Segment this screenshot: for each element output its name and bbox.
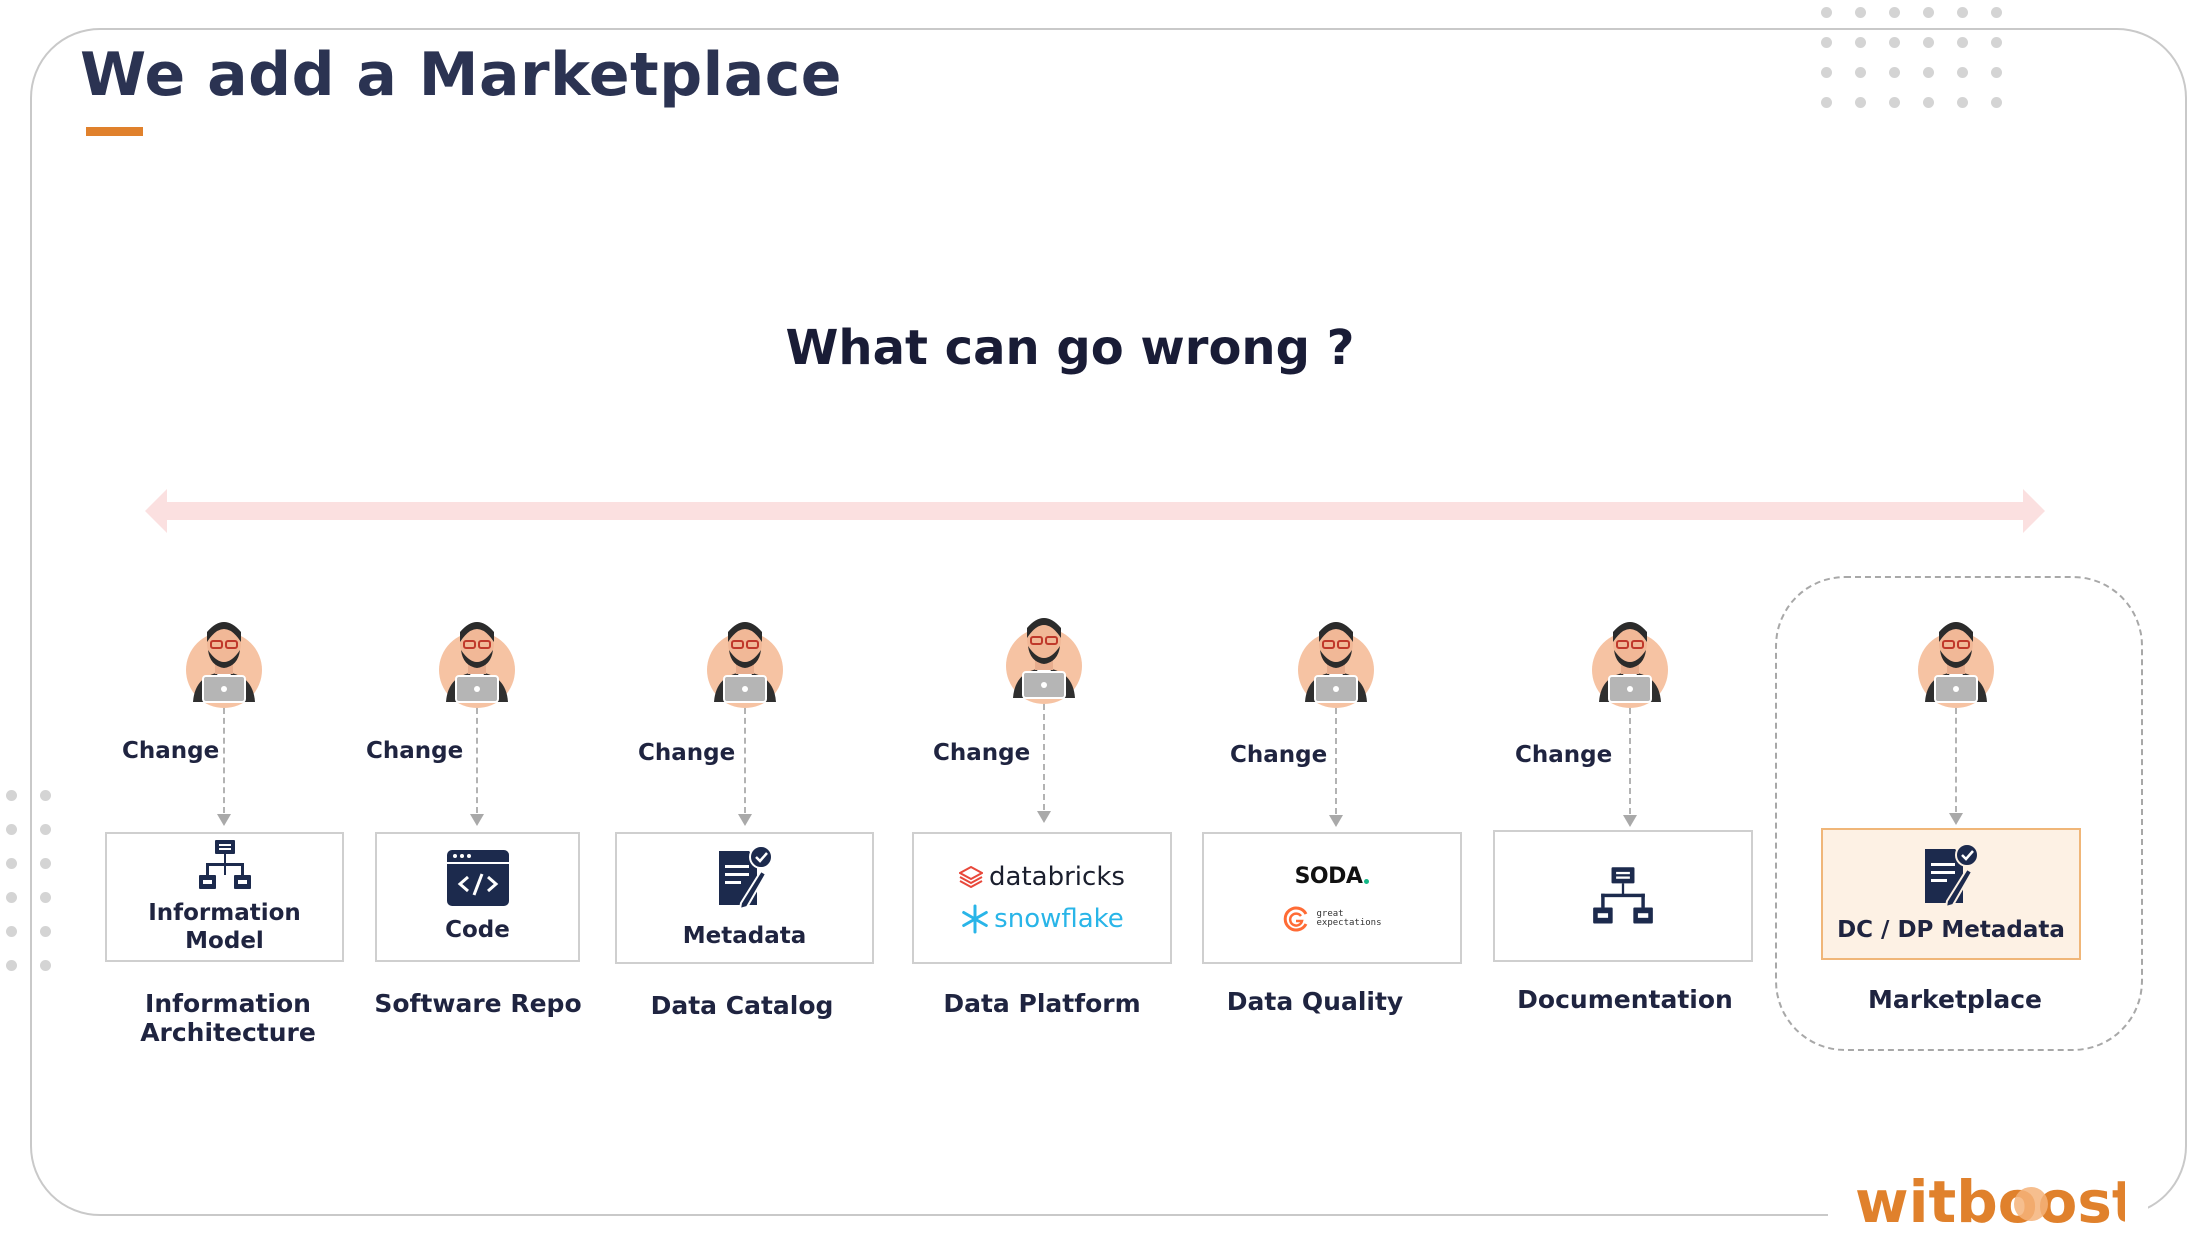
witboost-logo: witboost [1855, 1172, 2125, 1232]
column-caption: Data Quality [1226, 987, 1404, 1016]
frame-gap [1828, 1186, 2148, 1234]
dc-dp-metadata-box: DC / DP Metadata [1821, 828, 2081, 960]
dashed-connector [1955, 708, 1957, 812]
slide-frame [30, 28, 2187, 1216]
snowflake-logo: snowflake [960, 904, 1124, 934]
change-label: Change [933, 740, 1031, 766]
dashed-connector [476, 708, 478, 813]
great-expectations-icon [1284, 906, 1308, 931]
hierarchy-icon [1593, 867, 1653, 924]
data-platform-box: databricks snowflake [912, 832, 1172, 964]
change-label: Change [366, 738, 464, 764]
soda-dot [1364, 878, 1370, 884]
marketplace-highlight-group [1775, 576, 2143, 1051]
metadata-box: Metadata [615, 832, 874, 964]
column-caption: Information Architecture [140, 989, 316, 1047]
double-arrow-band [145, 489, 2045, 533]
dashed-connector [1629, 708, 1631, 814]
box-label: Metadata [682, 923, 807, 950]
column-caption: Data Platform [943, 989, 1141, 1018]
arrow-head [217, 814, 231, 826]
information-model-box: Information Model [105, 832, 344, 962]
change-label: Change [1515, 742, 1613, 768]
person-icon [1295, 612, 1377, 708]
code-box: Code [375, 832, 580, 962]
person-icon [1589, 612, 1671, 708]
box-label: Code [445, 917, 510, 944]
person-icon [436, 612, 518, 708]
change-label: Change [638, 740, 736, 766]
arrow-head [1037, 811, 1051, 823]
databricks-logo: databricks [959, 862, 1125, 892]
dashed-connector [223, 708, 225, 813]
dashed-connector [744, 708, 746, 813]
question-heading: What can go wrong ? [785, 320, 1355, 376]
column-caption: Software Repo [374, 989, 582, 1018]
person-icon [183, 612, 265, 708]
column-caption: Documentation [1517, 985, 1733, 1014]
column-caption: Marketplace [1867, 985, 2043, 1014]
change-label: Change [1230, 742, 1328, 768]
arrow-head [470, 814, 484, 826]
witboost-wordmark: witboost [1855, 1172, 2125, 1232]
change-label: Change [122, 738, 220, 764]
databricks-icon [959, 866, 984, 888]
dashed-connector [1335, 708, 1337, 814]
person-icon [1915, 612, 1997, 708]
arrow-head [1329, 815, 1343, 827]
document-check-icon [1925, 843, 1979, 908]
data-quality-box: SODA great expectations [1202, 832, 1462, 964]
document-check-icon [718, 845, 773, 910]
great-expectations-logo: great expectations [1282, 905, 1382, 933]
column-caption: Data Catalog [650, 991, 834, 1020]
soda-logo: SODA [1295, 864, 1370, 889]
expectations-text: expectations [1316, 917, 1382, 928]
arrow-head [1949, 813, 1963, 825]
arrow-head [1623, 815, 1637, 827]
decor-dots-top-right [1821, 7, 2002, 108]
documentation-box [1493, 830, 1753, 962]
box-label: Information Model [148, 900, 301, 954]
databricks-text: databricks [989, 862, 1125, 892]
code-window-icon [446, 850, 509, 907]
great-text: great [1316, 908, 1344, 919]
slide-title: We add a Marketplace [80, 40, 842, 110]
person-icon [1003, 608, 1085, 704]
dashed-connector [1043, 704, 1045, 810]
decor-dots-left [6, 790, 51, 971]
arrow-head [738, 814, 752, 826]
person-icon [704, 612, 786, 708]
box-label: DC / DP Metadata [1837, 917, 2065, 944]
soda-text: SODA [1294, 863, 1363, 889]
snowflake-icon [962, 904, 988, 934]
hierarchy-icon [198, 840, 251, 890]
snowflake-text: snowflake [994, 904, 1124, 934]
title-underline [86, 127, 143, 136]
